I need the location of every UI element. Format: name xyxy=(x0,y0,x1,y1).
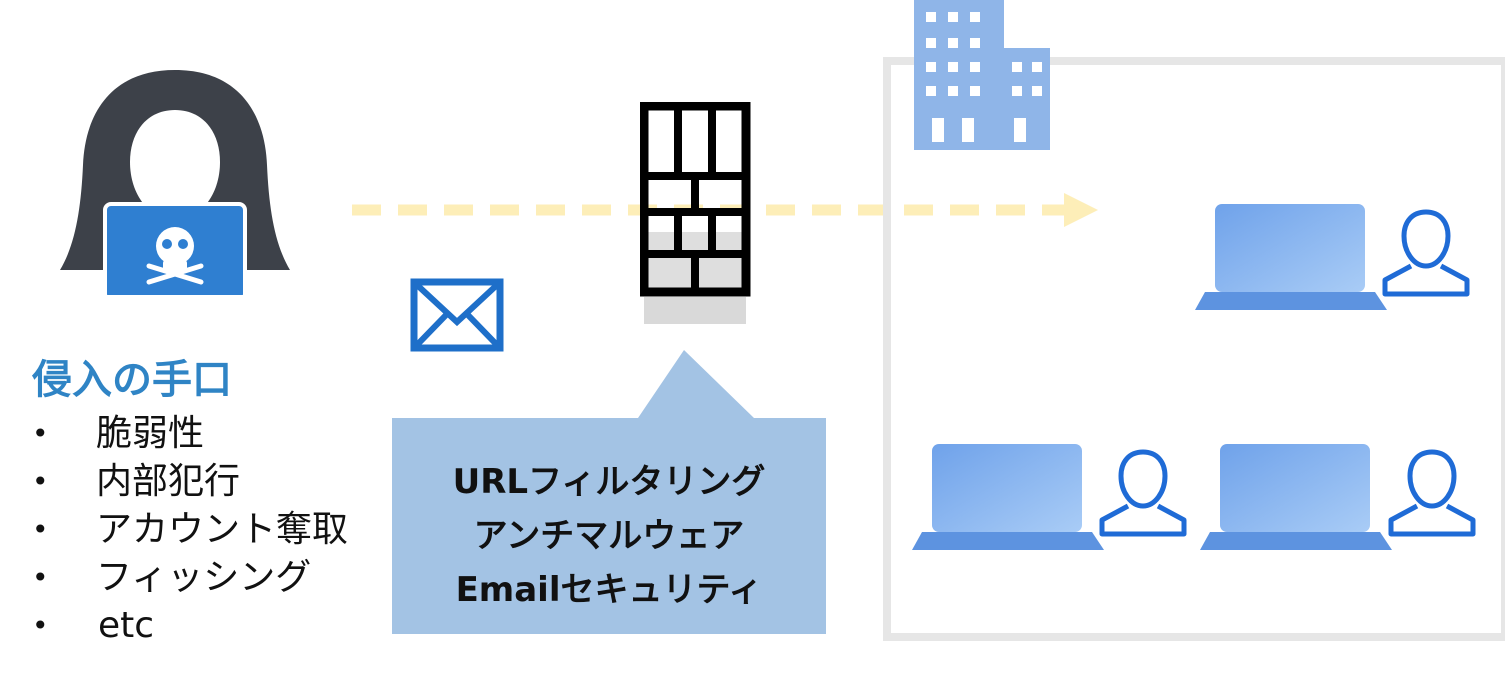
laptop-icon xyxy=(1195,204,1387,310)
organization-boundary xyxy=(883,57,1505,641)
defense-measures-list: URLフィルタリング アンチマルウェア Emailセキュリティ xyxy=(392,455,826,617)
list-item: アカウント奪取 xyxy=(30,506,348,554)
attack-path-arrow xyxy=(352,193,1098,227)
defense-item: アンチマルウェア xyxy=(473,516,745,556)
defense-item: URLフィルタリング xyxy=(452,462,766,502)
laptop-icon xyxy=(912,444,1104,550)
list-item: フィッシング xyxy=(30,554,348,602)
laptop-icon xyxy=(1200,444,1392,550)
list-item: 脆弱性 xyxy=(30,410,348,458)
user-icon xyxy=(1388,449,1476,537)
list-item: 内部犯行 xyxy=(30,458,348,506)
office-building-icon xyxy=(914,0,1050,150)
list-item: etc xyxy=(30,602,348,650)
firewall-icon xyxy=(640,102,751,324)
hooded-hacker-icon xyxy=(60,70,290,305)
attack-methods-title: 侵入の手口 xyxy=(32,357,232,403)
user-icon xyxy=(1382,209,1470,297)
attack-methods-list: 脆弱性 内部犯行 アカウント奪取 フィッシング etc xyxy=(30,410,348,650)
defense-callout xyxy=(392,350,826,634)
envelope-icon xyxy=(410,278,504,352)
defense-item: Emailセキュリティ xyxy=(455,570,763,610)
user-icon xyxy=(1099,449,1187,537)
